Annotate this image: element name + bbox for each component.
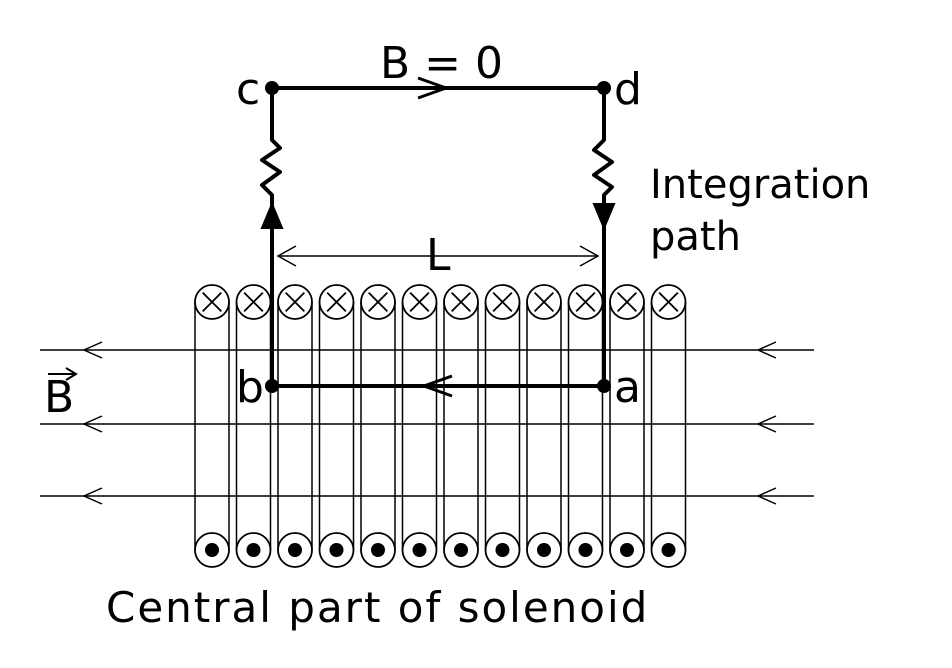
field-line [40, 415, 814, 433]
current-out-of-page-icon [526, 532, 562, 568]
current-out-of-page-icon [567, 532, 604, 568]
current-into-page-icon [484, 284, 521, 320]
arrow-bc-icon [260, 201, 284, 229]
current-into-page-icon [443, 284, 479, 320]
corner-label-b: b [236, 362, 264, 413]
field-arrow-icon [82, 341, 103, 359]
solenoid-bottom-row [194, 532, 687, 568]
field-zero-label: B = 0 [380, 38, 503, 89]
current-out-of-page-icon [277, 532, 313, 568]
current-out-of-page-icon [401, 532, 438, 568]
current-out-of-page-icon [443, 532, 479, 568]
corner-dot-c [265, 81, 279, 95]
caption: Central part of solenoid [106, 583, 649, 632]
current-into-page-icon [360, 284, 396, 320]
corner-label-d: d [614, 64, 642, 115]
field-line [40, 487, 814, 505]
current-out-of-page-icon [318, 532, 355, 568]
current-into-page-icon [567, 284, 604, 320]
current-into-page-icon [194, 284, 230, 320]
vector-arrow-icon [48, 367, 78, 381]
current-into-page-icon [609, 284, 645, 320]
field-arrow-icon [82, 487, 103, 505]
current-into-page-icon [235, 284, 272, 320]
integration-path-label-line1: Integration [650, 162, 870, 208]
field-vector-label: B [44, 372, 74, 423]
integration-loop [260, 76, 616, 398]
current-out-of-page-icon [484, 532, 521, 568]
current-into-page-icon [401, 284, 438, 320]
field-line [40, 341, 814, 359]
arrow-cd-icon [417, 76, 451, 100]
current-out-of-page-icon [609, 532, 645, 568]
corner-dot-a [597, 379, 611, 393]
field-arrow-icon [756, 415, 777, 433]
field-arrow-icon [82, 415, 103, 433]
current-out-of-page-icon [650, 532, 687, 568]
current-into-page-icon [650, 284, 687, 320]
corner-dot-b [265, 379, 279, 393]
integration-path-label-line2: path [650, 214, 741, 260]
current-into-page-icon [526, 284, 562, 320]
arrow-da-icon [592, 203, 616, 231]
field-arrow-icon [756, 487, 777, 505]
loop-edge-bc [260, 88, 282, 386]
loop-edge-da [592, 88, 614, 386]
solenoid-wires [194, 302, 687, 550]
corner-label-c: c [236, 64, 260, 115]
current-out-of-page-icon [235, 532, 272, 568]
length-label: L [426, 230, 451, 281]
length-dimension [276, 245, 600, 267]
corner-dot-d [597, 81, 611, 95]
field-arrow-icon [756, 341, 777, 359]
current-out-of-page-icon [194, 532, 230, 568]
solenoid-top-row [194, 284, 687, 320]
current-out-of-page-icon [360, 532, 396, 568]
field-lines [40, 341, 814, 505]
current-into-page-icon [277, 284, 313, 320]
arrow-ab-icon [419, 374, 453, 398]
current-into-page-icon [318, 284, 355, 320]
corner-label-a: a [614, 362, 641, 413]
